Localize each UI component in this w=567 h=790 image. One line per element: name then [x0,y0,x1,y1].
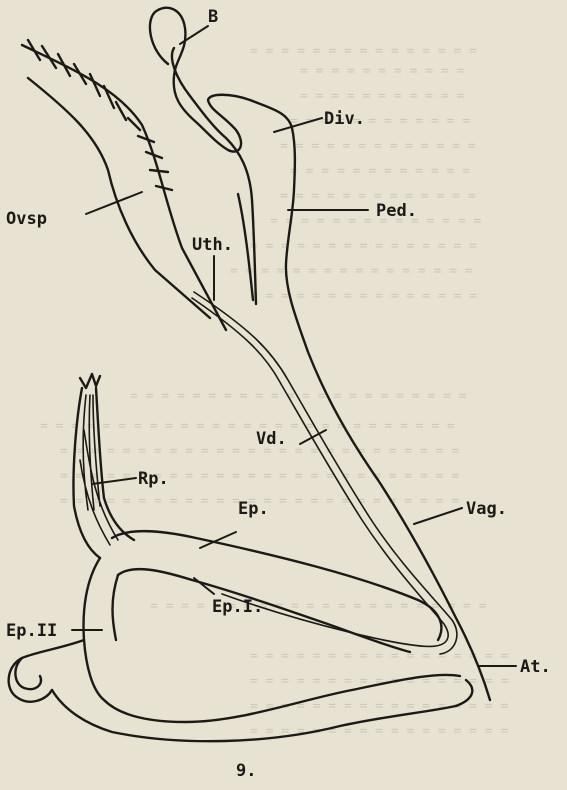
label-At: At. [520,657,551,677]
label-Vag: Vag. [466,499,507,519]
label-Ped: Ped. [376,201,417,221]
svg-text:= = = = = = = = = = = = = = =: = = = = = = = = = = = = = = = = = [250,649,508,664]
svg-text:= = = = = = = = = = = = = = =: = = = = = = = = = = = = = = = = = = = = … [40,419,455,434]
svg-text:= = = = = = = = = = = = = = =: = = = = = = = = = = = = = = = [250,239,477,254]
label-Vd: Vd. [256,429,287,449]
svg-text:= = = = = = = = = = = =: = = = = = = = = = = = = [290,114,470,129]
svg-text:= = = = = = = = = = = = = = =: = = = = = = = = = = = = = = = [250,289,477,304]
svg-text:= = = = = = = = = = = = =: = = = = = = = = = = = = = [280,139,476,154]
label-Ep: Ep. [238,499,269,519]
label-Div: Div. [324,109,365,129]
svg-text:= = = = = = = = = = = = = = =: = = = = = = = = = = = = = = = = = = = = … [60,469,459,484]
svg-text:= = = = = = = = = = =: = = = = = = = = = = = [300,89,465,104]
label-B: B [208,7,218,27]
label-Uth: Uth. [192,235,233,255]
svg-text:= = = = = = = = = = =: = = = = = = = = = = = [300,64,465,79]
label-Rp: Rp. [138,469,169,489]
label-Ovsp: Ovsp [6,209,47,229]
svg-text:= = = = = = = = = = = = = = =: = = = = = = = = = = = = = = = = = [250,674,508,689]
svg-text:= = = = = = = = = = = = = = =: = = = = = = = = = = = = = = = = = [250,699,508,714]
figure-number: 9. [236,761,256,781]
label-EpII: Ep.II [6,621,57,641]
svg-text:= = = = = = = = = = = =: = = = = = = = = = = = = [290,164,470,179]
label-EpI: Ep.I. [212,597,263,617]
svg-text:= = = = = = = = = = = = = = =: = = = = = = = = = = = = = = = = [230,264,473,279]
svg-text:= = = = = = = = = = = = = = =: = = = = = = = = = = = = = = = [250,44,477,59]
